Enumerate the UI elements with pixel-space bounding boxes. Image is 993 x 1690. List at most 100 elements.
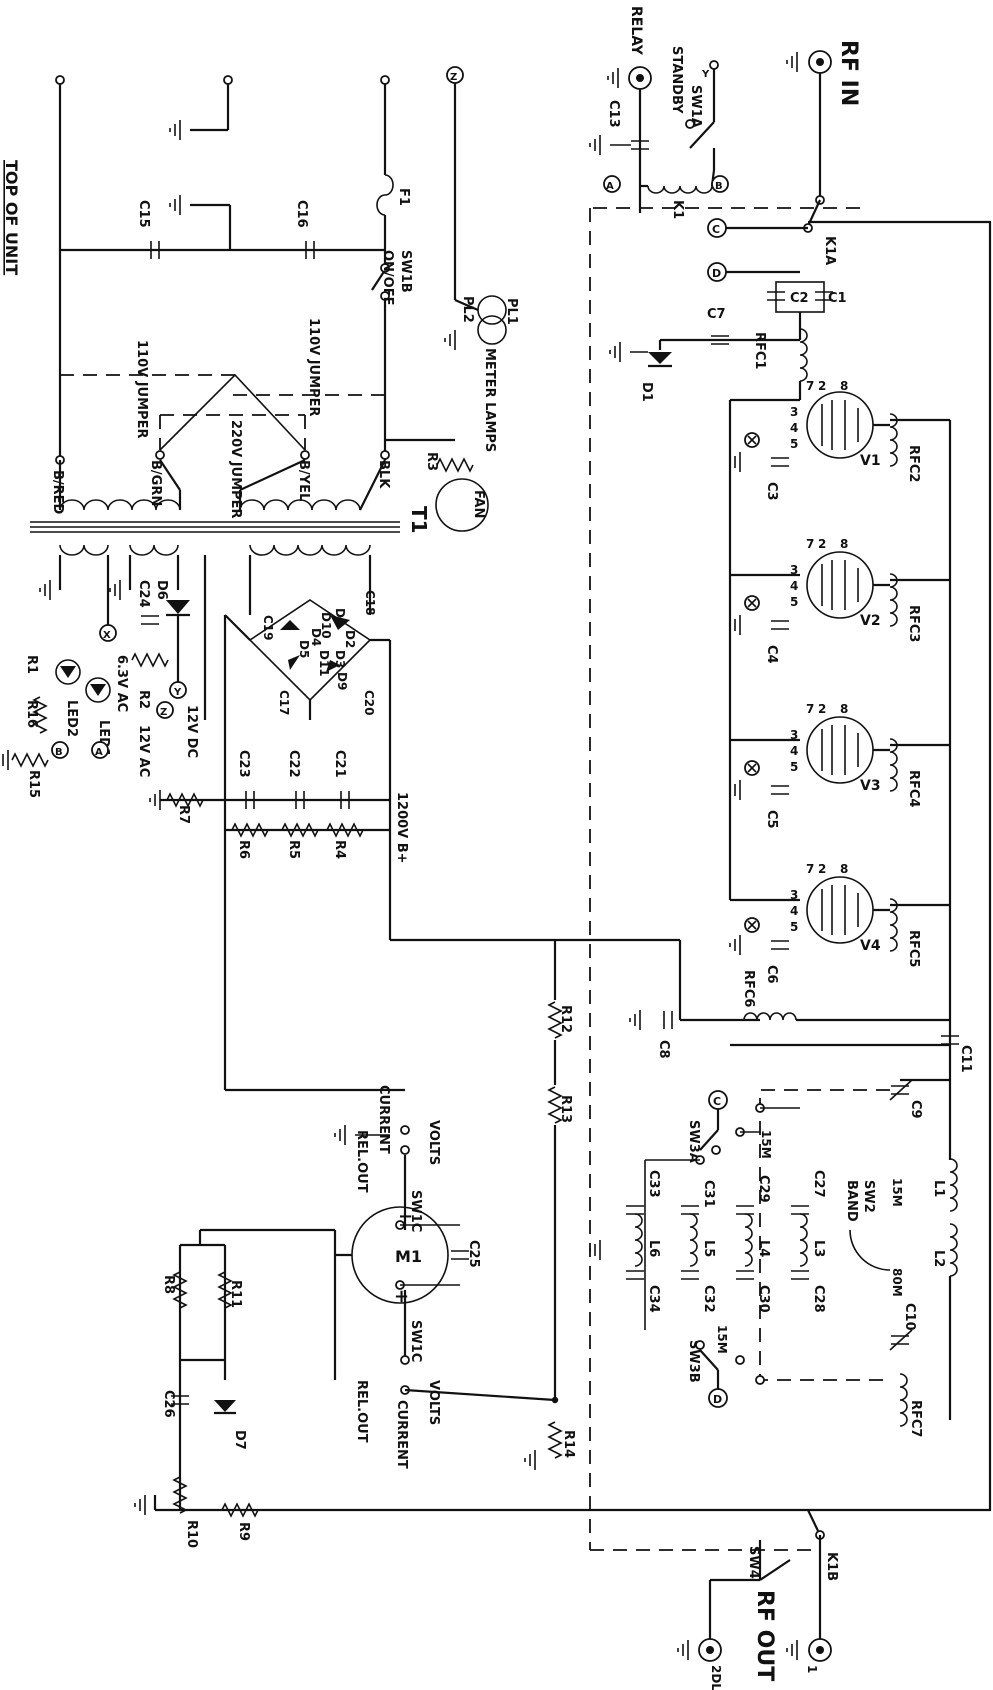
top-of-unit-label: TOP OF UNIT (2, 160, 21, 275)
r10-label: R10 (184, 1520, 199, 1548)
v1-pin3: 3 (790, 405, 798, 419)
m1-label: M1 (395, 1247, 422, 1266)
band-label: BAND (844, 1180, 859, 1222)
standby-switch-sw1a: Y STANDBY SW1A (669, 46, 719, 170)
c19-label: C19 (261, 615, 275, 641)
c25-label: C25 (466, 1240, 481, 1268)
v1-pin8: 8 (840, 379, 848, 393)
l4-label: L4 (756, 1240, 771, 1257)
l5-label: L5 (701, 1240, 716, 1257)
sw2-80m-label: 80M (890, 1268, 904, 1297)
dc-12-label: 12V DC (184, 705, 199, 758)
relay-coil-k1: K1 A B (603, 169, 729, 219)
c17-label: C17 (277, 690, 291, 716)
node-b-label: B (715, 181, 723, 192)
c22-label: C22 (286, 750, 301, 778)
v3-pin2: 2 (818, 702, 826, 716)
v1-pin4: 4 (790, 421, 798, 435)
mains-input: F1 SW1B ON/OFF C15 C16 (55, 75, 413, 460)
c27-label: C27 (811, 1170, 826, 1198)
v3-label: V3 (860, 778, 881, 794)
k1-label: K1 (670, 200, 685, 219)
c16-label: C16 (294, 200, 309, 228)
current-label-bottom: CURRENT (394, 1400, 409, 1469)
sw1a-label: SW1A (688, 85, 703, 128)
fan: FAN R3 (385, 438, 489, 532)
c30-label: C30 (756, 1285, 771, 1313)
rel-out-label-top: REL.OUT (354, 1130, 369, 1193)
c24-label: C24 (136, 580, 151, 608)
pl2-label: PL2 (460, 296, 475, 323)
k1a-label: K1A (822, 236, 837, 265)
svg-text:TOP OF UNIT: TOP OF UNIT (2, 160, 21, 275)
v1-pin5: 5 (790, 437, 798, 451)
c13-label: C13 (606, 100, 621, 128)
l3-label: L3 (811, 1240, 826, 1257)
transformer-t1: T1 B/RED B/GRN B/YEL BLK (30, 450, 431, 556)
c15-label: C15 (136, 200, 151, 228)
relay-label: RELAY (628, 6, 644, 56)
rf-in-jack: RF IN (786, 40, 861, 106)
rfc1-label: RFC1 (752, 332, 767, 369)
meter-lamps-label: METER LAMPS (482, 348, 497, 452)
node-y2-label: Y (173, 687, 182, 698)
sw3b-label: SW3B (686, 1340, 701, 1383)
sw1c-label-top: SW1C (408, 1190, 423, 1232)
node-x-label: X (103, 630, 111, 641)
node-c-label: C (712, 223, 720, 236)
standby-label: STANDBY (669, 46, 684, 114)
r5-label: R5 (286, 840, 301, 859)
volts-label-bottom: VOLTS (426, 1380, 441, 1425)
v2-pin7: 7 (806, 537, 814, 551)
v2-pin2: 2 (818, 537, 826, 551)
v4-pin2: 2 (818, 862, 826, 876)
d5-label: D5 (297, 640, 311, 658)
r4-label: R4 (332, 840, 347, 859)
blk-label: BLK (376, 460, 391, 489)
hv-filter: R7 C23 C22 C21 R6 R5 R4 1200V B+ (149, 750, 555, 942)
sw3a-15m-label: 15M (759, 1130, 773, 1159)
output-relay-k1b: K1B 1 SW4 2DL RF OUT (677, 1509, 839, 1690)
d7-label: D7 (232, 1430, 247, 1450)
v3-pin8: 8 (840, 702, 848, 716)
v2-pin3: 3 (790, 563, 798, 577)
c7-label: C7 (707, 307, 726, 322)
v1-pin7: 7 (806, 379, 814, 393)
r13-label: R13 (558, 1095, 573, 1123)
sw4-label: SW4 (746, 1546, 761, 1579)
c8-label: C8 (656, 1040, 671, 1059)
sw3b-15m-label: 15M (715, 1325, 729, 1354)
rfc6-label: RFC6 (741, 970, 756, 1007)
band-networks: C SW3A 15M C27 L3 C28 C29 L4 C30 C31 L5 … (589, 1090, 826, 1408)
b-grn-label: B/GRN (148, 460, 163, 506)
volts-label-top: VOLTS (426, 1120, 441, 1165)
relay-jack: RELAY (607, 6, 652, 90)
tube-v4: 7 2 8 3 4 5 V4 RFC5 C6 (729, 862, 950, 984)
fan-label: FAN (471, 490, 486, 518)
c26-label: C26 (161, 1390, 176, 1418)
d2-label: D2 (343, 630, 357, 648)
tube-v3: 7 2 8 3 4 5 V3 RFC4 C5 (729, 702, 950, 829)
on-off-label: ON/OFF (380, 250, 395, 306)
rfc4-label: RFC4 (906, 770, 921, 807)
jack1-label: 1 (805, 1665, 819, 1673)
r11-label: R11 (228, 1280, 243, 1308)
r6-label: R6 (236, 840, 251, 859)
jack2-label: 2DL (709, 1665, 723, 1690)
v4-label: V4 (860, 938, 881, 954)
r12-label: R12 (558, 1005, 573, 1033)
d1-label: D1 (639, 382, 654, 402)
c5-label: C5 (764, 810, 779, 829)
v4-pin3: 3 (790, 888, 798, 902)
c6-label: C6 (764, 965, 779, 984)
input-coupling-c1-c2: D C2 C1 RFC1 C7 D1 (609, 262, 847, 402)
tube-v1: 7 2 8 3 4 5 V1 RFC2 C3 (729, 379, 950, 501)
c3-label: C3 (764, 482, 779, 501)
v1-label: V1 (860, 453, 881, 469)
c32-label: C32 (701, 1285, 716, 1313)
led2-label: LED2 (64, 700, 79, 737)
band-switch-sw2[interactable]: BAND SW2 15M 80M (759, 1089, 904, 1381)
c21-label: C21 (332, 750, 347, 778)
rfc2-label: RFC2 (906, 445, 921, 482)
d11-label: D11 (317, 650, 331, 677)
